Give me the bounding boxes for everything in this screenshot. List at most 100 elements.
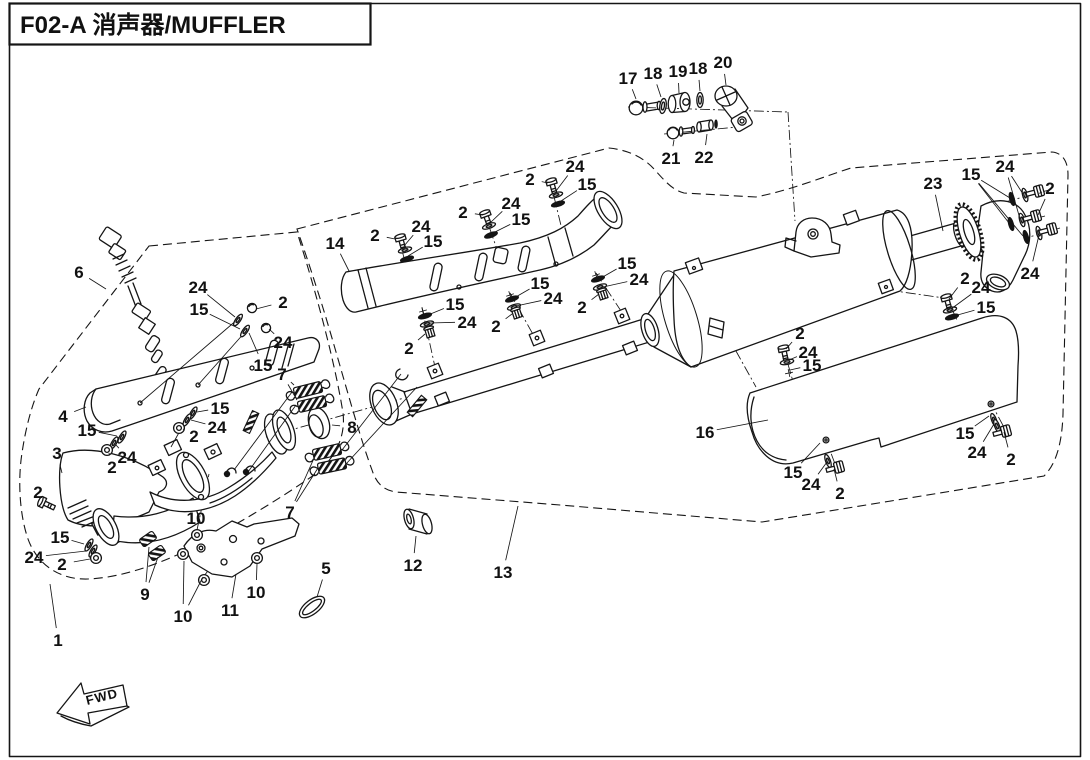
leader-lines-layer <box>44 73 1046 629</box>
hw-washer <box>117 430 127 444</box>
hw-washer <box>239 324 251 338</box>
callout-2: 2 <box>835 484 844 503</box>
o-ring-5 <box>298 595 326 619</box>
callout-7: 7 <box>277 365 286 384</box>
leader-line <box>953 309 975 317</box>
hw-washer <box>592 283 608 291</box>
callout-15: 15 <box>784 463 803 482</box>
callout-15: 15 <box>78 421 97 440</box>
hanger-hardware-17-22 <box>628 85 753 140</box>
leader-line <box>196 409 209 413</box>
spring-hook <box>395 368 409 381</box>
callout-24: 24 <box>544 289 563 308</box>
leader-line <box>256 563 258 581</box>
axis-line <box>787 111 796 222</box>
leader-line <box>541 181 549 184</box>
callout-8: 8 <box>347 418 356 437</box>
leader-line <box>631 89 637 100</box>
callout-20: 20 <box>714 53 733 72</box>
flange-teeth <box>953 202 985 262</box>
callout-24: 24 <box>996 157 1015 176</box>
heat-shield-4 <box>83 336 321 433</box>
callout-24: 24 <box>802 475 821 494</box>
leader-line <box>785 341 793 350</box>
leader-line <box>386 236 396 240</box>
callout-24: 24 <box>25 548 44 567</box>
assembly-boundary-1 <box>19 231 345 580</box>
callout-6: 6 <box>74 263 83 282</box>
leader-line <box>489 210 503 224</box>
callout-12: 12 <box>404 556 423 575</box>
callout-2: 2 <box>960 269 969 288</box>
hw-washer <box>548 191 564 199</box>
hw-washerD <box>399 255 415 263</box>
hw-nut <box>172 421 186 435</box>
assembly-boundary-13 <box>296 147 1069 523</box>
callout-2: 2 <box>107 458 116 477</box>
page-title: F02-A 消声器/MUFFLER <box>20 11 286 39</box>
mid-exhaust-pipe <box>369 307 657 426</box>
hw-nut <box>250 551 264 565</box>
grommet-19 <box>667 94 677 114</box>
leader-line <box>1007 177 1021 220</box>
leader-line <box>182 428 185 430</box>
leader-line <box>600 268 617 279</box>
leader-line <box>59 464 63 474</box>
hw-washerD <box>944 313 960 321</box>
callout-24: 24 <box>274 333 293 352</box>
callout-10: 10 <box>174 607 193 626</box>
callout-15: 15 <box>962 165 981 184</box>
hw-washer <box>824 453 832 469</box>
callout-2: 2 <box>577 298 586 317</box>
callout-24: 24 <box>566 157 585 176</box>
leader-line <box>248 332 259 355</box>
callout-23: 23 <box>924 174 943 193</box>
hw-hex <box>510 306 523 320</box>
callout-2: 2 <box>458 203 467 222</box>
exhaust-manifold <box>92 409 297 546</box>
leader-line <box>978 182 1024 237</box>
callout-2: 2 <box>404 339 413 358</box>
muffler-body <box>640 209 916 368</box>
leader-line <box>978 183 1010 224</box>
leader-line <box>698 79 701 92</box>
leader-line <box>474 213 484 216</box>
leader-line <box>1037 198 1046 216</box>
callout-2: 2 <box>1045 179 1054 198</box>
leader-line <box>505 505 519 561</box>
leader-line <box>427 308 445 316</box>
leader-line <box>145 546 150 583</box>
callout-15: 15 <box>190 300 209 319</box>
callout-15: 15 <box>803 356 822 375</box>
hw-washer <box>942 306 958 314</box>
callout-2: 2 <box>189 427 198 446</box>
callout-15: 15 <box>578 175 597 194</box>
callout-18: 18 <box>689 59 708 78</box>
hw-stud <box>139 530 157 548</box>
callout-24: 24 <box>208 418 227 437</box>
hw-tick <box>592 271 600 279</box>
oxygen-sensor <box>98 226 167 383</box>
connector-line <box>197 330 247 386</box>
hw-hex <box>423 325 436 339</box>
callout-16: 16 <box>696 423 715 442</box>
leader-line <box>982 423 995 442</box>
leader-line <box>331 424 341 427</box>
hw-washer <box>481 222 497 230</box>
connector-line <box>341 373 402 451</box>
hw-screwdot <box>822 436 830 444</box>
hw-hex <box>596 287 609 301</box>
hardware-layer <box>36 177 1059 587</box>
axis-line <box>627 106 789 113</box>
callout-13: 13 <box>494 563 513 582</box>
title-box <box>8 2 372 46</box>
hw-screwdot <box>987 400 995 408</box>
leader-line <box>290 381 295 386</box>
callout-15: 15 <box>211 399 230 418</box>
callout-2: 2 <box>1006 450 1015 469</box>
leader-line <box>1032 234 1040 262</box>
front-pipe-heat-shield-14 <box>340 190 623 313</box>
callout-24: 24 <box>630 270 649 289</box>
